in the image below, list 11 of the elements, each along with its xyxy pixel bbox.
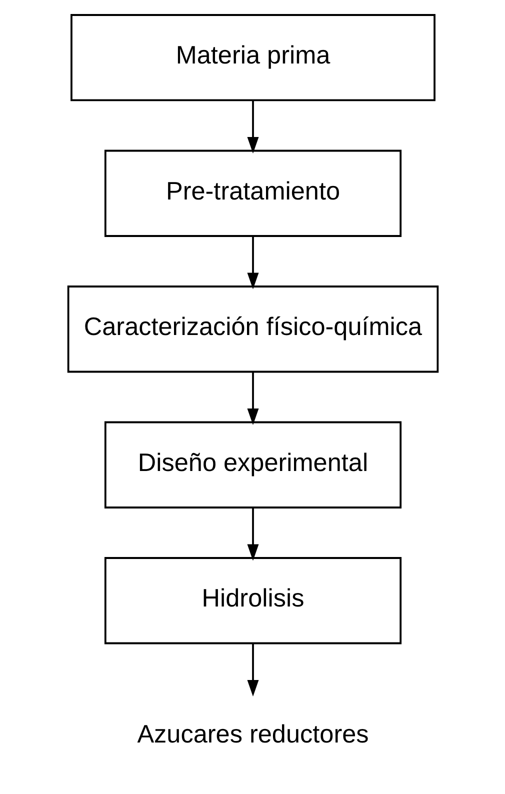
node-box: Diseño experimental [104, 421, 402, 508]
node-text: Azucares reductores [136, 720, 368, 748]
node-box: Hidrolisis [104, 557, 402, 644]
arrow [246, 372, 258, 425]
arrow [246, 643, 258, 696]
node-box: Materia prima [70, 14, 435, 102]
arrow [246, 236, 258, 290]
node-box: Caracterización físico-química [66, 286, 438, 373]
arrow [246, 100, 258, 154]
arrow [246, 508, 258, 561]
node-box: Pre-tratamiento [104, 150, 402, 237]
